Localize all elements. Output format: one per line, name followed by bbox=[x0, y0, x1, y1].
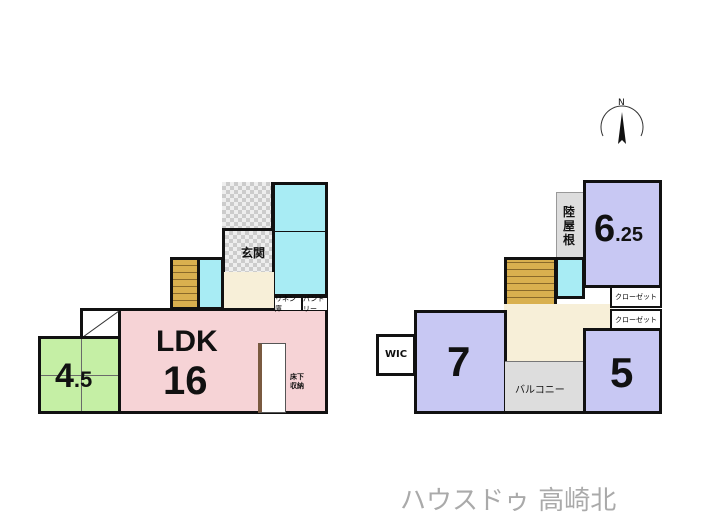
bedroom-6-25: 6.25 bbox=[583, 180, 662, 288]
flat-roof-label: 陸屋根 bbox=[563, 205, 576, 247]
brand-suffix: 高崎北 bbox=[538, 486, 617, 516]
balcony-label: バルコニー bbox=[515, 385, 565, 396]
bedroom-size-int: 6 bbox=[594, 208, 616, 250]
japanese-room: 4.5 bbox=[38, 336, 121, 414]
pantry: パントリー bbox=[302, 295, 328, 313]
brand-watermark: ハウスドゥ 高崎北 bbox=[400, 480, 616, 517]
stairs-floor1 bbox=[170, 257, 200, 310]
bedroom-7-size: 7 bbox=[447, 338, 471, 385]
closet-2: クローゼット bbox=[610, 309, 662, 330]
bedroom-6-25-size: 6.25 bbox=[594, 208, 643, 251]
porch bbox=[222, 182, 274, 230]
compass-north-label: N bbox=[618, 98, 625, 108]
entrance: 玄関 bbox=[222, 228, 274, 274]
hallway-floor1 bbox=[222, 272, 274, 310]
bedroom-size-dec: .25 bbox=[615, 224, 643, 246]
pantry-label: パントリー bbox=[303, 295, 325, 313]
entrance-label: 玄関 bbox=[241, 246, 266, 260]
bedroom-7: 7 bbox=[414, 310, 507, 414]
bedroom-5: 5 bbox=[583, 328, 662, 414]
wic-label: WIC bbox=[385, 349, 408, 360]
balcony: バルコニー bbox=[505, 361, 584, 414]
ldk-room: LDK 16 床下収納 bbox=[118, 308, 328, 414]
stairs-floor2 bbox=[504, 257, 557, 307]
ldk-size: 16 bbox=[163, 359, 208, 403]
brand-name: ハウスドゥ bbox=[400, 486, 531, 516]
bedroom-5-size: 5 bbox=[610, 349, 634, 396]
ldk-label: LDK bbox=[156, 325, 218, 358]
closet-2-label: クローゼット bbox=[615, 315, 657, 324]
closet-1-label: クローゼット bbox=[615, 293, 657, 301]
toilet-floor2 bbox=[555, 257, 585, 299]
storage-closet-floor1 bbox=[80, 308, 121, 339]
linen-label: リネン庫 bbox=[275, 295, 296, 313]
japanese-size-dec: .5 bbox=[73, 367, 93, 392]
underfloor-storage-label: 床下収納 bbox=[290, 373, 304, 390]
north-arrow-icon bbox=[600, 105, 644, 144]
compass: N bbox=[597, 98, 647, 150]
closet-1: クローゼット bbox=[610, 286, 662, 308]
toilet-floor1 bbox=[197, 257, 224, 310]
closet-diagonal bbox=[82, 310, 120, 338]
bathroom bbox=[272, 182, 328, 234]
japanese-room-size: 4.5 bbox=[55, 357, 92, 396]
flat-roof: 陸屋根 bbox=[556, 192, 586, 260]
washroom bbox=[272, 231, 328, 297]
walk-in-closet: WIC bbox=[376, 334, 416, 376]
kitchen-counter bbox=[258, 343, 286, 413]
japanese-size-int: 4 bbox=[55, 357, 74, 395]
linen-closet: リネン庫 bbox=[274, 295, 302, 313]
